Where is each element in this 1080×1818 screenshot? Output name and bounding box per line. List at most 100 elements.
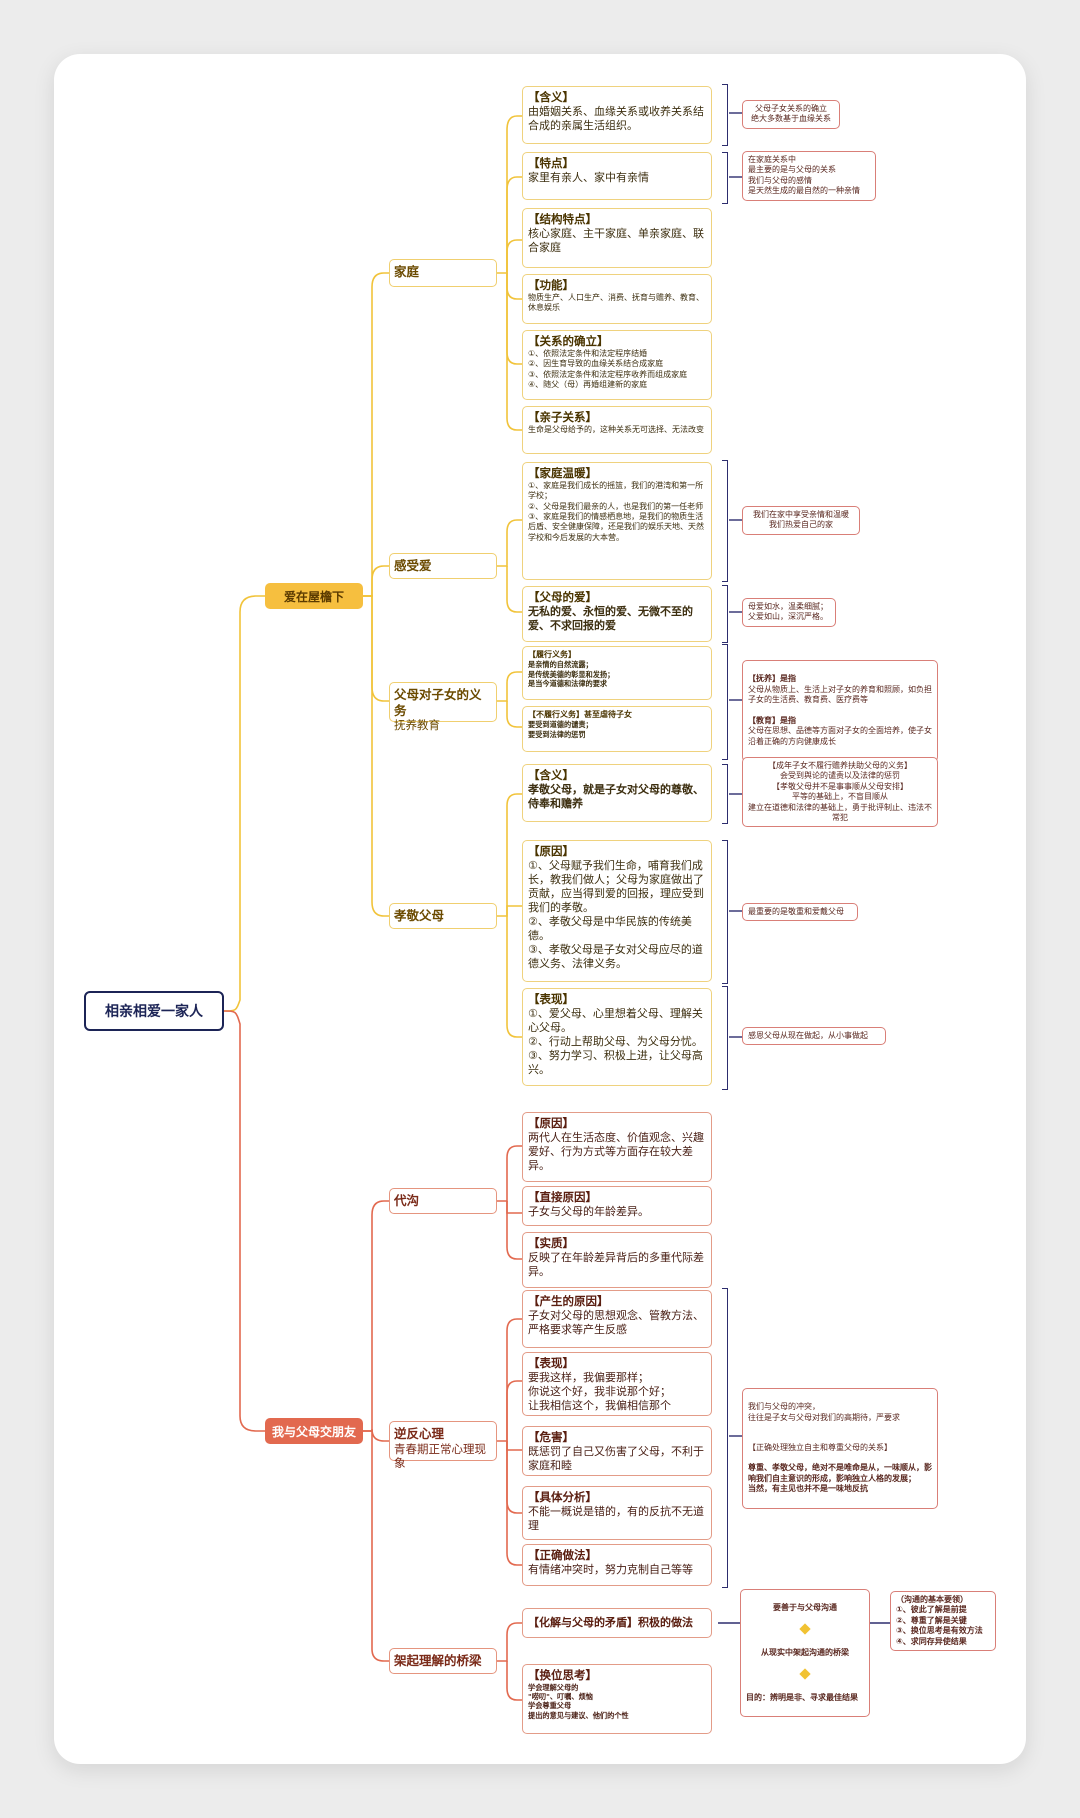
leaf-title: 【含义】 (528, 90, 574, 104)
leaf-title: 【原因】 (528, 1116, 574, 1130)
leaf-body: ①、父母赋予我们生命，哺育我们成长，教我们做人；父母为家庭做出了贡献，应当得到爱… (528, 858, 704, 971)
topic-ganshouai[interactable]: 感受爱 (389, 553, 497, 579)
pointer-hand-icon (746, 1668, 864, 1682)
note-10-text-c: 目的：辨明是非、寻求最佳结果 (746, 1692, 858, 1702)
leaf-body: 学会理解父母的 "唠叨"、叮嘱、烦恼 学会尊重父母 提出的意见与建议、他们的个性 (528, 1682, 629, 1720)
leaf-body: ①、爱父母、心里想着父母、理解关心父母。 ②、行动上帮助父母、为父母分忧。 ③、… (528, 1006, 703, 1077)
topic-daigou[interactable]: 代沟 (389, 1188, 497, 1214)
leaf-body: 孝敬父母，就是子女对父母的尊敬、侍奉和赡养 (528, 782, 704, 810)
topic-label: 感受爱 (394, 558, 432, 573)
topic-label: 父母对子女的义务 (394, 687, 482, 718)
leaf-title: 【具体分析】 (528, 1490, 597, 1504)
leaf-nf-chansheng[interactable]: 【产生的原因】子女对父母的思想观念、管教方法、严格要求等产生反感 (522, 1290, 712, 1348)
note-5-text-b: 父母在思想、品德等方面对子女的全面培养，使子女沿着正确的方向健康成长 (748, 726, 932, 746)
note-7: 最重要的是敬重和爱戴父母 (742, 903, 858, 922)
root-node[interactable]: 相亲相爱一家人 (84, 991, 224, 1031)
bracket (722, 585, 728, 643)
note-1: 父母子女关系的确立 绝大多数基于血缘关系 (742, 100, 840, 129)
leaf-jiegou[interactable]: 【结构特点】核心家庭、主干家庭、单亲家庭、联合家庭 (522, 208, 712, 268)
topic-qiaoliang[interactable]: 架起理解的桥梁 (389, 1648, 497, 1674)
topic-label: 家庭 (394, 264, 420, 279)
leaf-body: 子女与父母的年龄差异。 (528, 1204, 649, 1218)
leaf-queli[interactable]: 【关系的确立】①、依照法定条件和法定程序结婚 ②、因生育导致的血缘关系结合成家庭… (522, 330, 712, 400)
bracket (722, 152, 728, 204)
leaf-title: 【直接原因】 (528, 1190, 597, 1204)
note-9-label: 【正确处理独立自主和尊重父母的关系】 (748, 1442, 892, 1452)
leaf-nf-weihai[interactable]: 【危害】既惩罚了自己又伤害了父母，不利于家庭和睦 (522, 1426, 712, 1476)
leaf-title: 【不履行义务】甚至虐待子女 (528, 710, 632, 719)
topic-yiwu[interactable]: 父母对子女的义务抚养教育 (389, 682, 497, 732)
leaf-title: 【结构特点】 (528, 212, 597, 226)
leaf-body: 子女对父母的思想观念、管教方法、严格要求等产生反感 (528, 1308, 704, 1336)
leaf-ql-huanwei[interactable]: 【换位思考】学会理解父母的 "唠叨"、叮嘱、烦恼 学会尊重父母 提出的意见与建议… (522, 1664, 712, 1734)
leaf-body: 有情绪冲突时，努力克制自己等等 (528, 1562, 693, 1576)
leaf-nf-fenxi[interactable]: 【具体分析】不能一概说是错的，有的反抗不无道理 (522, 1486, 712, 1540)
leaf-body: 两代人在生活态度、价值观念、兴趣爱好、行为方式等方面存在较大差异。 (528, 1130, 704, 1172)
topic-sub: 青春期正常心理现象 (394, 1441, 486, 1470)
leaf-xj-biaoxian[interactable]: 【表现】①、爱父母、心里想着父母、理解关心父母。 ②、行动上帮助父母、为父母分忧… (522, 988, 712, 1086)
topic-nifan[interactable]: 逆反心理青春期正常心理现象 (389, 1421, 497, 1470)
leaf-body: 家里有亲人、家中有亲情 (528, 170, 649, 184)
bracket (722, 764, 728, 824)
bracket (722, 1288, 728, 1588)
leaf-title: 【实质】 (528, 1236, 574, 1250)
note-9-text-b: 尊重、孝敬父母，绝对不是唯命是从，一味顺从，影响我们自主意识的形成，影响独立人格… (748, 1463, 932, 1494)
leaf-dg-zhijie[interactable]: 【直接原因】子女与父母的年龄差异。 (522, 1186, 712, 1226)
branch-wo-yu-fu-mu-jiao-peng-you[interactable]: 我与父母交朋友 (265, 1418, 363, 1444)
leaf-lvxing[interactable]: 【履行义务】是亲情的自然流露； 是传统美德的彰显和发扬； 是当今道德和法律的要求 (522, 646, 712, 700)
note-5-label-b: 【教育】是指 (748, 715, 796, 725)
note-10: 要善于与父母沟通 从现实中架起沟通的桥梁 目的：辨明是非、寻求最佳结果 (740, 1589, 870, 1718)
leaf-body: ①、家庭是我们成长的摇篮，我们的港湾和第一所学校； ②、父母是我们最亲的人，也是… (528, 480, 704, 542)
topic-xiaojing[interactable]: 孝敬父母 (389, 903, 497, 929)
leaf-body: ①、依照法定条件和法定程序结婚 ②、因生育导致的血缘关系结合成家庭 ③、依照法定… (528, 348, 688, 389)
topic-label: 孝敬父母 (394, 908, 445, 923)
leaf-title: 【换位思考】 (528, 1668, 597, 1682)
topic-label: 逆反心理 (394, 1426, 445, 1441)
leaf-title: 【特点】 (528, 156, 574, 170)
leaf-bulvxing[interactable]: 【不履行义务】甚至虐待子女要受到道德的谴责； 要受到法律的惩罚 (522, 706, 712, 752)
leaf-body: 是亲情的自然流露； 是传统美德的彰显和发扬； 是当今道德和法律的要求 (528, 660, 615, 688)
leaf-dg-yuanyin[interactable]: 【原因】两代人在生活态度、价值观念、兴趣爱好、行为方式等方面存在较大差异。 (522, 1112, 712, 1182)
note-8: 感恩父母从现在做起，从小事做起 (742, 1027, 886, 1046)
bracket (722, 460, 728, 582)
note-6: 【成年子女不履行赡养扶助父母的义务】 会受到舆论的谴责以及法律的惩罚 【孝敬父母… (742, 757, 938, 828)
leaf-gongneng[interactable]: 【功能】物质生产、人口生产、消费、抚育与赡养、教育、休息娱乐 (522, 274, 712, 324)
note-5-label-a: 【抚养】是指 (748, 674, 796, 684)
note-4: 母爱如水，温柔细腻； 父爱如山，深沉严格。 (742, 598, 836, 627)
leaf-qinzi[interactable]: 【亲子关系】生命是父母给予的，这种关系无可选择、无法改变 (522, 406, 712, 454)
note-5-text-a: 父母从物质上、生活上对子女的养育和照顾，如负担子女的生活费、教育费、医疗费等 (748, 684, 932, 705)
leaf-body: 物质生产、人口生产、消费、抚育与赡养、教育、休息娱乐 (528, 292, 704, 313)
note-11: （沟通的基本要领） ①、彼此了解是前提 ②、尊重了解是关键 ③、换位思考是有效方… (890, 1591, 996, 1651)
leaf-body: 核心家庭、主干家庭、单亲家庭、联合家庭 (528, 226, 704, 254)
leaf-title: 【父母的爱】 (528, 590, 597, 604)
leaf-title: 【家庭温暖】 (528, 466, 597, 480)
bracket (722, 84, 728, 146)
leaf-title: 【亲子关系】 (528, 410, 597, 424)
branch-ai-zai-wu-yan-xia[interactable]: 爱在屋檐下 (265, 583, 363, 609)
leaf-body: 由婚姻关系、血缘关系或收养关系结合成的亲属生活组织。 (528, 104, 704, 132)
leaf-nf-biaoxian[interactable]: 【表现】要我这样，我偏要那样； 你说这个好，我非说那个好； 让我相信这个，我偏相… (522, 1352, 712, 1416)
leaf-xj-hanyi[interactable]: 【含义】孝敬父母，就是子女对父母的尊敬、侍奉和赡养 (522, 764, 712, 822)
leaf-title: 【表现】 (528, 992, 574, 1006)
leaf-title: 【表现】 (528, 1356, 574, 1370)
leaf-tedian[interactable]: 【特点】家里有亲人、家中有亲情 (522, 152, 712, 200)
leaf-hanyi[interactable]: 【含义】由婚姻关系、血缘关系或收养关系结合成的亲属生活组织。 (522, 86, 712, 144)
leaf-wennuan[interactable]: 【家庭温暖】①、家庭是我们成长的摇篮，我们的港湾和第一所学校； ②、父母是我们最… (522, 462, 712, 580)
leaf-body: 反映了在年龄差异背后的多重代际差异。 (528, 1250, 704, 1278)
leaf-body: 无私的爱、永恒的爱、无微不至的爱、不求回报的爱 (528, 604, 693, 632)
topic-jiating[interactable]: 家庭 (389, 259, 497, 287)
leaf-title: 【正确做法】 (528, 1548, 597, 1562)
leaf-nf-zuofa[interactable]: 【正确做法】有情绪冲突时，努力克制自己等等 (522, 1544, 712, 1586)
bracket (722, 986, 728, 1090)
topic-sub: 抚养教育 (394, 718, 440, 733)
leaf-xj-yuanyin[interactable]: 【原因】①、父母赋予我们生命，哺育我们成长，教我们做人；父母为家庭做出了贡献，应… (522, 840, 712, 982)
leaf-body: 既惩罚了自己又伤害了父母，不利于家庭和睦 (528, 1444, 704, 1472)
leaf-ql-huajie[interactable]: 【化解与父母的矛盾】积极的做法 (522, 1608, 712, 1638)
bracket (722, 840, 728, 984)
note-3: 我们在家中享受亲情和温暖 我们热爱自己的家 (742, 506, 860, 535)
leaf-title: 【履行义务】 (528, 650, 576, 659)
leaf-fumuai[interactable]: 【父母的爱】无私的爱、永恒的爱、无微不至的爱、不求回报的爱 (522, 586, 712, 642)
note-10-text-b: 从现实中架起沟通的桥梁 (761, 1647, 849, 1657)
leaf-body: 要受到道德的谴责； 要受到法律的惩罚 (528, 720, 593, 739)
leaf-dg-shizhi[interactable]: 【实质】反映了在年龄差异背后的多重代际差异。 (522, 1232, 712, 1288)
